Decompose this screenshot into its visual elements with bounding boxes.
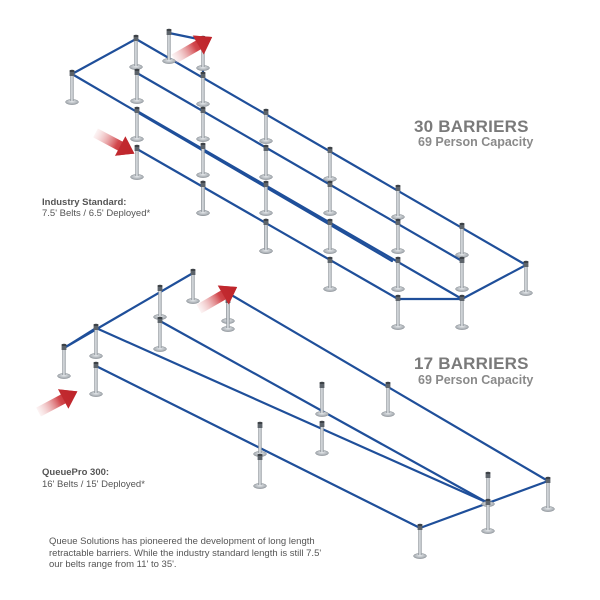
bottom-barrier-post [89,361,103,397]
bottom-barrier-post [253,421,267,457]
bottom-belt [62,326,98,350]
top-barrier-post [323,180,337,216]
top-barrier-post [129,34,143,70]
top-barrier-post [65,69,79,105]
footnote: Queue Solutions has pioneered the develo… [49,536,349,571]
bottom-capacity: 69 Person Capacity [418,373,534,387]
top-barrier-count: 30 BARRIERS [414,117,529,136]
top-barrier-post [391,218,405,254]
bottom-layout-posts [57,268,555,559]
top-barrier-post [391,184,405,220]
top-barrier-post [130,68,144,104]
top-barrier-post [323,218,337,254]
bottom-barrier-post [89,323,103,359]
bottom-barrier-post [253,453,267,489]
top-barrier-post [130,144,144,180]
top-capacity: 69 Person Capacity [418,135,534,149]
top-barrier-post [259,144,273,180]
top-barrier-post [130,106,144,142]
top-barrier-post [391,256,405,292]
top-barrier-post [196,71,210,107]
top-product-name: Industry Standard: [42,197,127,208]
entry-arrows [36,35,238,417]
bottom-belt-spec: 16' Belts / 15' Deployed* [42,479,145,490]
bottom-barrier-post [315,420,329,456]
top-barrier-post [455,256,469,292]
top-layout-belts [70,31,528,301]
bottom-barrier-post [153,316,167,352]
bottom-barrier-post [57,343,71,379]
top-belt [135,109,464,301]
top-belt-spec: 7.5' Belts / 6.5' Deployed* [42,208,151,219]
top-entry-arrow-2 [93,128,135,156]
bottom-entry-arrow-1 [196,285,238,314]
top-barrier-post [323,256,337,292]
top-entry-arrow-1 [171,35,213,64]
top-barrier-post [391,294,405,330]
top-barrier-post [196,180,210,216]
bottom-barrier-post [381,381,395,417]
bottom-belt [94,364,422,530]
bottom-barrier-count: 17 BARRIERS [414,354,529,373]
top-barrier-post [323,146,337,182]
top-barrier-post [519,260,533,296]
bottom-barrier-post [481,498,495,534]
top-barrier-post [455,294,469,330]
bottom-barrier-post [186,268,200,304]
footnote-line: our belts range from 11' to 35'. [49,559,177,570]
top-barrier-post [196,142,210,178]
bottom-entry-arrow-2 [36,389,78,417]
top-barrier-post [259,108,273,144]
bottom-barrier-post [413,523,427,559]
top-barrier-post [259,180,273,216]
bottom-barrier-post [541,476,555,512]
footnote-line: Queue Solutions has pioneered the develo… [49,536,315,547]
top-barrier-post [196,106,210,142]
top-belt [70,72,394,263]
top-layout-posts [65,28,533,330]
top-belt [135,71,464,263]
top-barrier-post [455,222,469,258]
footnote-line: retractable barriers. While the industry… [49,547,322,559]
top-barrier-post [259,218,273,254]
top-belt [70,37,138,76]
top-belt [460,263,528,301]
bottom-belt [94,326,490,505]
bottom-product-name: QueuePro 300: [42,467,110,478]
bottom-barrier-post [315,381,329,417]
